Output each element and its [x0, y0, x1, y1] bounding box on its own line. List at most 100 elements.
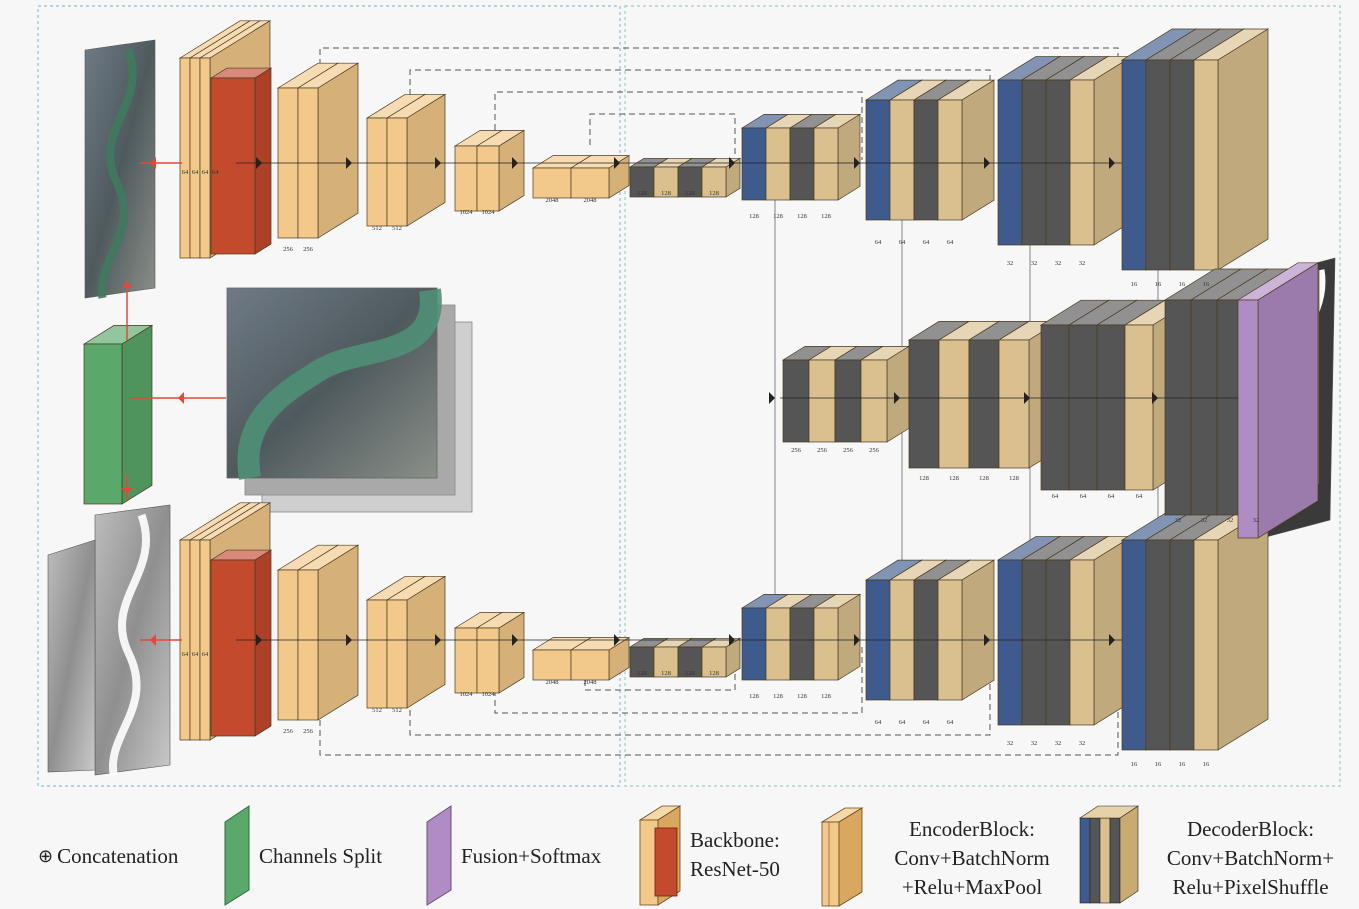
- dec3-top-label-1: 64: [899, 239, 906, 246]
- backbone-bottom-layer-2-front: [199, 539, 211, 741]
- dec1-top-label-3: 128: [709, 190, 719, 197]
- legend-backbone-line2: ResNet-50: [690, 857, 780, 881]
- dec3-bottom-label-3: 64: [947, 719, 954, 726]
- enc3-top-label-0: 1024: [460, 209, 474, 216]
- dec2-top-layer-3: [812, 113, 862, 201]
- flow-arrow-top-3: [512, 157, 518, 169]
- dec2-bottom-layer-3-front: [813, 607, 839, 681]
- backbone-top-red-front: [210, 77, 256, 255]
- enc4-top-label-1: 2048: [584, 197, 597, 204]
- skip-top-4: [589, 113, 736, 160]
- mid1-layer-0-front: [782, 359, 810, 443]
- dec2-top-layer-3-front: [813, 127, 839, 201]
- encoder-region: [37, 5, 621, 787]
- backbone-top-label-3: 64: [212, 169, 219, 176]
- flow-arrow-top-5: [729, 157, 735, 169]
- mid2-layer-2-front: [968, 339, 1000, 469]
- enc2-top-layer-1: [385, 93, 447, 227]
- backbone-bottom-red: [209, 549, 273, 737]
- mid2-label-1: 128: [949, 475, 959, 482]
- dec2-top-label-3: 128: [821, 213, 831, 220]
- mid3-label-2: 64: [1108, 493, 1115, 500]
- mid3-layer-1-front: [1068, 324, 1098, 491]
- dec2-top-layer-1-front: [765, 127, 791, 201]
- dec4-bottom-layer-2-front: [1045, 559, 1071, 726]
- enc3-bottom-label-1: 1024: [482, 691, 496, 698]
- enc3-bottom: [453, 611, 526, 694]
- enc1-top-label-0: 256: [283, 246, 294, 253]
- mid1-label-2: 256: [843, 447, 854, 454]
- mid4-label-3: 32: [1253, 517, 1260, 524]
- flow-arrow-bottom-7: [984, 634, 990, 646]
- enc2-top-label-0: 512: [372, 225, 382, 232]
- enc3-bottom-layer-1: [475, 611, 526, 694]
- mid4-layer-1-front: [1190, 299, 1218, 516]
- dec4-top-label-3: 32: [1079, 260, 1086, 267]
- dec1-bottom-label-0: 128: [637, 670, 647, 677]
- enc2-bottom-layer-1-front: [386, 599, 408, 709]
- enc2-top-layer-1-side: [406, 93, 446, 227]
- mid2-layer-1-front: [938, 339, 970, 469]
- dec3-bottom-layer-3-side: [961, 559, 995, 701]
- dec4-bottom-label-3: 32: [1079, 740, 1086, 747]
- enc3-top-layer-1-front: [476, 145, 500, 212]
- dec3-bottom-label-0: 64: [875, 719, 882, 726]
- legend-backbone: Backbone: ResNet-50: [690, 826, 780, 884]
- enc1-bottom-layer-0-front: [277, 569, 299, 721]
- flow-arrows: [121, 157, 1238, 646]
- legend-glyphs: [224, 805, 1139, 907]
- sar-input-bottom: [94, 504, 171, 776]
- backbone-bottom-layer-1-front: [189, 539, 201, 741]
- mid2-label-0: 128: [919, 475, 929, 482]
- enc1-bottom: [276, 544, 360, 721]
- enc4-bottom-label-0: 2048: [546, 679, 559, 686]
- dec3-top-label-3: 64: [947, 239, 954, 246]
- concat-icon: ⊕: [38, 846, 54, 866]
- flow-arrow-top-2: [435, 157, 441, 169]
- dec1-top-label-2: 128: [685, 190, 695, 197]
- flow-arrow-bottom-4: [614, 634, 620, 646]
- dec2-top-label-2: 128: [797, 213, 807, 220]
- enc2-top-layer-1-front: [386, 117, 408, 227]
- backbone-top-layer-2-front: [199, 57, 211, 259]
- backbone-top-label-1: 64: [192, 169, 199, 176]
- enc4-bottom: [531, 636, 631, 681]
- legend-concatenation: ⊕ Concatenation: [38, 842, 178, 871]
- dec2-bottom-layer-0-front: [741, 607, 767, 681]
- dec2-top-label-0: 128: [749, 213, 759, 220]
- dec2-top-layer-3-side: [837, 113, 861, 201]
- dec4-bottom-layer-0-front: [997, 559, 1023, 726]
- dec4-top-layer-2-front: [1045, 79, 1071, 246]
- mid3-layer-0-front: [1040, 324, 1070, 491]
- mid3-label-3: 64: [1136, 493, 1143, 500]
- backbone-top-label-2: 64: [202, 169, 209, 176]
- legend-decoder-line2: Conv+BatchNorm+: [1166, 846, 1335, 870]
- optical-input-top-frame: [84, 39, 156, 299]
- mid1: [781, 345, 911, 443]
- dec5-bottom: [1120, 508, 1270, 751]
- dec5-top-layer-3: [1192, 28, 1270, 271]
- dec1-bottom-layer-3: [700, 637, 742, 678]
- dec5-bottom-label-2: 16: [1179, 761, 1186, 768]
- flow-arrow-mid-3: [1152, 392, 1158, 404]
- optical-input-top-river: [97, 48, 137, 299]
- dec4-bottom: [996, 535, 1134, 726]
- dec5-bottom-label-3: 16: [1203, 761, 1210, 768]
- mid3-label-0: 64: [1052, 493, 1059, 500]
- legend-concatenation-label: Concatenation: [57, 844, 179, 868]
- enc4-top-layer-0-front: [532, 167, 572, 199]
- mid3-label-1: 64: [1080, 493, 1087, 500]
- dec3-top: [864, 79, 996, 221]
- backbone-bottom-label-1: 64: [192, 651, 199, 658]
- channels-split-slab-front: [83, 343, 123, 505]
- decoder-region: [624, 5, 1341, 787]
- dec3-top-layer-3-front: [937, 99, 963, 221]
- dec3-top-layer-3-side: [961, 79, 995, 221]
- network-blocks: [178, 20, 1321, 751]
- flow-arrow-bottom-8: [1109, 634, 1115, 646]
- dec2-bottom-layer-3: [812, 593, 862, 681]
- enc4-top-layer-1-front: [570, 167, 610, 199]
- dec5-top-label-1: 16: [1155, 281, 1162, 288]
- dec2-top-layer-0-front: [741, 127, 767, 201]
